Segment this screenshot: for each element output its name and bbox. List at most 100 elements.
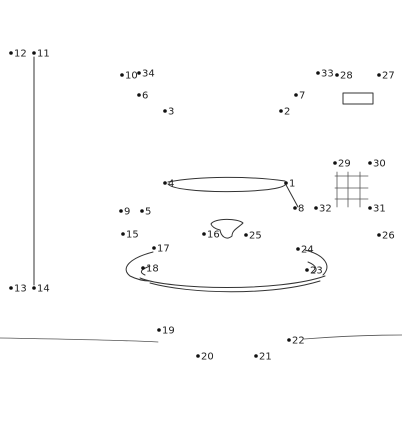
dot-20: 20	[196, 352, 214, 363]
dot-number-label: 6	[142, 91, 148, 102]
dot-number-label: 26	[382, 231, 395, 242]
dot-number-label: 33	[321, 69, 334, 80]
lid-rim-bottom	[167, 183, 286, 193]
pot-right-handle-outer	[304, 249, 328, 276]
dot-13: 13	[9, 284, 27, 295]
lid-edge-line	[284, 182, 299, 208]
dot-marker	[9, 51, 13, 55]
dot-marker	[202, 232, 206, 236]
dot-marker	[293, 206, 297, 210]
dot-number-label: 21	[259, 352, 272, 363]
dot-number-label: 32	[319, 204, 332, 215]
dot-number-label: 2	[284, 107, 290, 118]
dot-24: 24	[296, 245, 314, 256]
dot-11: 11	[32, 49, 50, 60]
lid-rim-top	[167, 176, 286, 183]
dot-number-label: 9	[124, 207, 130, 218]
dot-marker	[141, 266, 145, 270]
dot-number-label: 34	[142, 69, 155, 80]
pot-left-handle-inner	[140, 265, 151, 276]
dot-marker	[120, 73, 124, 77]
dot-marker	[279, 109, 283, 113]
dot-number-label: 4	[168, 179, 174, 190]
dot-17: 17	[152, 244, 170, 255]
dot-27: 27	[377, 71, 395, 82]
dot-28: 28	[335, 71, 353, 82]
dot-number-label: 28	[340, 71, 353, 82]
dot-number-label: 1	[289, 179, 295, 190]
dot-marker	[140, 209, 144, 213]
dot-15: 15	[121, 230, 139, 241]
dot-8: 8	[293, 204, 304, 215]
dot-number-label: 20	[201, 352, 214, 363]
dot-marker	[335, 73, 339, 77]
small-rectangle	[342, 92, 374, 105]
dot-marker	[287, 338, 291, 342]
dot-number-label: 31	[373, 204, 386, 215]
dot-marker	[32, 51, 36, 55]
dot-number-label: 30	[373, 159, 386, 170]
dot-marker	[152, 246, 156, 250]
dot-number-label: 29	[338, 159, 351, 170]
pot-left-handle-outer	[125, 251, 154, 282]
dot-marker	[244, 233, 248, 237]
dot-number-label: 27	[382, 71, 395, 82]
dot-marker	[294, 93, 298, 97]
dot-1: 1	[284, 179, 295, 190]
dot-marker	[316, 71, 320, 75]
window-grid	[334, 171, 369, 208]
dot-5: 5	[140, 207, 151, 218]
dot-33: 33	[316, 69, 334, 80]
dot-marker	[119, 209, 123, 213]
dot-number-label: 24	[301, 245, 314, 256]
dot-6: 6	[137, 91, 148, 102]
dot-number-label: 12	[14, 49, 27, 60]
dot-marker	[32, 286, 36, 290]
dot-marker	[377, 233, 381, 237]
dot-marker	[333, 161, 337, 165]
dot-31: 31	[368, 204, 386, 215]
dot-marker	[314, 206, 318, 210]
dot-18: 18	[141, 264, 159, 275]
dot-marker	[163, 181, 167, 185]
dot-number-label: 15	[126, 230, 139, 241]
dot-34: 34	[137, 69, 155, 80]
dot-number-label: 14	[37, 284, 50, 295]
dot-number-label: 23	[310, 266, 323, 277]
dot-marker	[196, 354, 200, 358]
dot-12: 12	[9, 49, 27, 60]
dot-30: 30	[368, 159, 386, 170]
dot-marker	[284, 181, 288, 185]
dot-number-label: 10	[125, 71, 138, 82]
counter-line-right	[303, 334, 402, 340]
dot-9: 9	[119, 207, 130, 218]
pot-base-curve-2	[149, 280, 321, 293]
dot-marker	[254, 354, 258, 358]
dot-19: 19	[157, 326, 175, 337]
dot-marker	[296, 247, 300, 251]
dot-22: 22	[287, 336, 305, 347]
dot-21: 21	[254, 352, 272, 363]
dot-10: 10	[120, 71, 138, 82]
dot-2: 2	[279, 107, 290, 118]
dot-29: 29	[333, 159, 351, 170]
dot-23: 23	[305, 266, 323, 277]
dot-marker	[137, 71, 141, 75]
counter-line-left	[0, 337, 159, 343]
dot-number-label: 5	[145, 207, 151, 218]
dot-number-label: 22	[292, 336, 305, 347]
dot-number-label: 18	[146, 264, 159, 275]
dot-number-label: 25	[249, 231, 262, 242]
dot-26: 26	[377, 231, 395, 242]
dot-marker	[305, 268, 309, 272]
dot-number-label: 11	[37, 49, 50, 60]
dot-marker	[163, 109, 167, 113]
dot-number-label: 3	[168, 107, 174, 118]
dot-number-label: 16	[207, 230, 220, 241]
dot-32: 32	[314, 204, 332, 215]
dot-number-label: 8	[298, 204, 304, 215]
dot-number-label: 19	[162, 326, 175, 337]
dot-number-label: 13	[14, 284, 27, 295]
